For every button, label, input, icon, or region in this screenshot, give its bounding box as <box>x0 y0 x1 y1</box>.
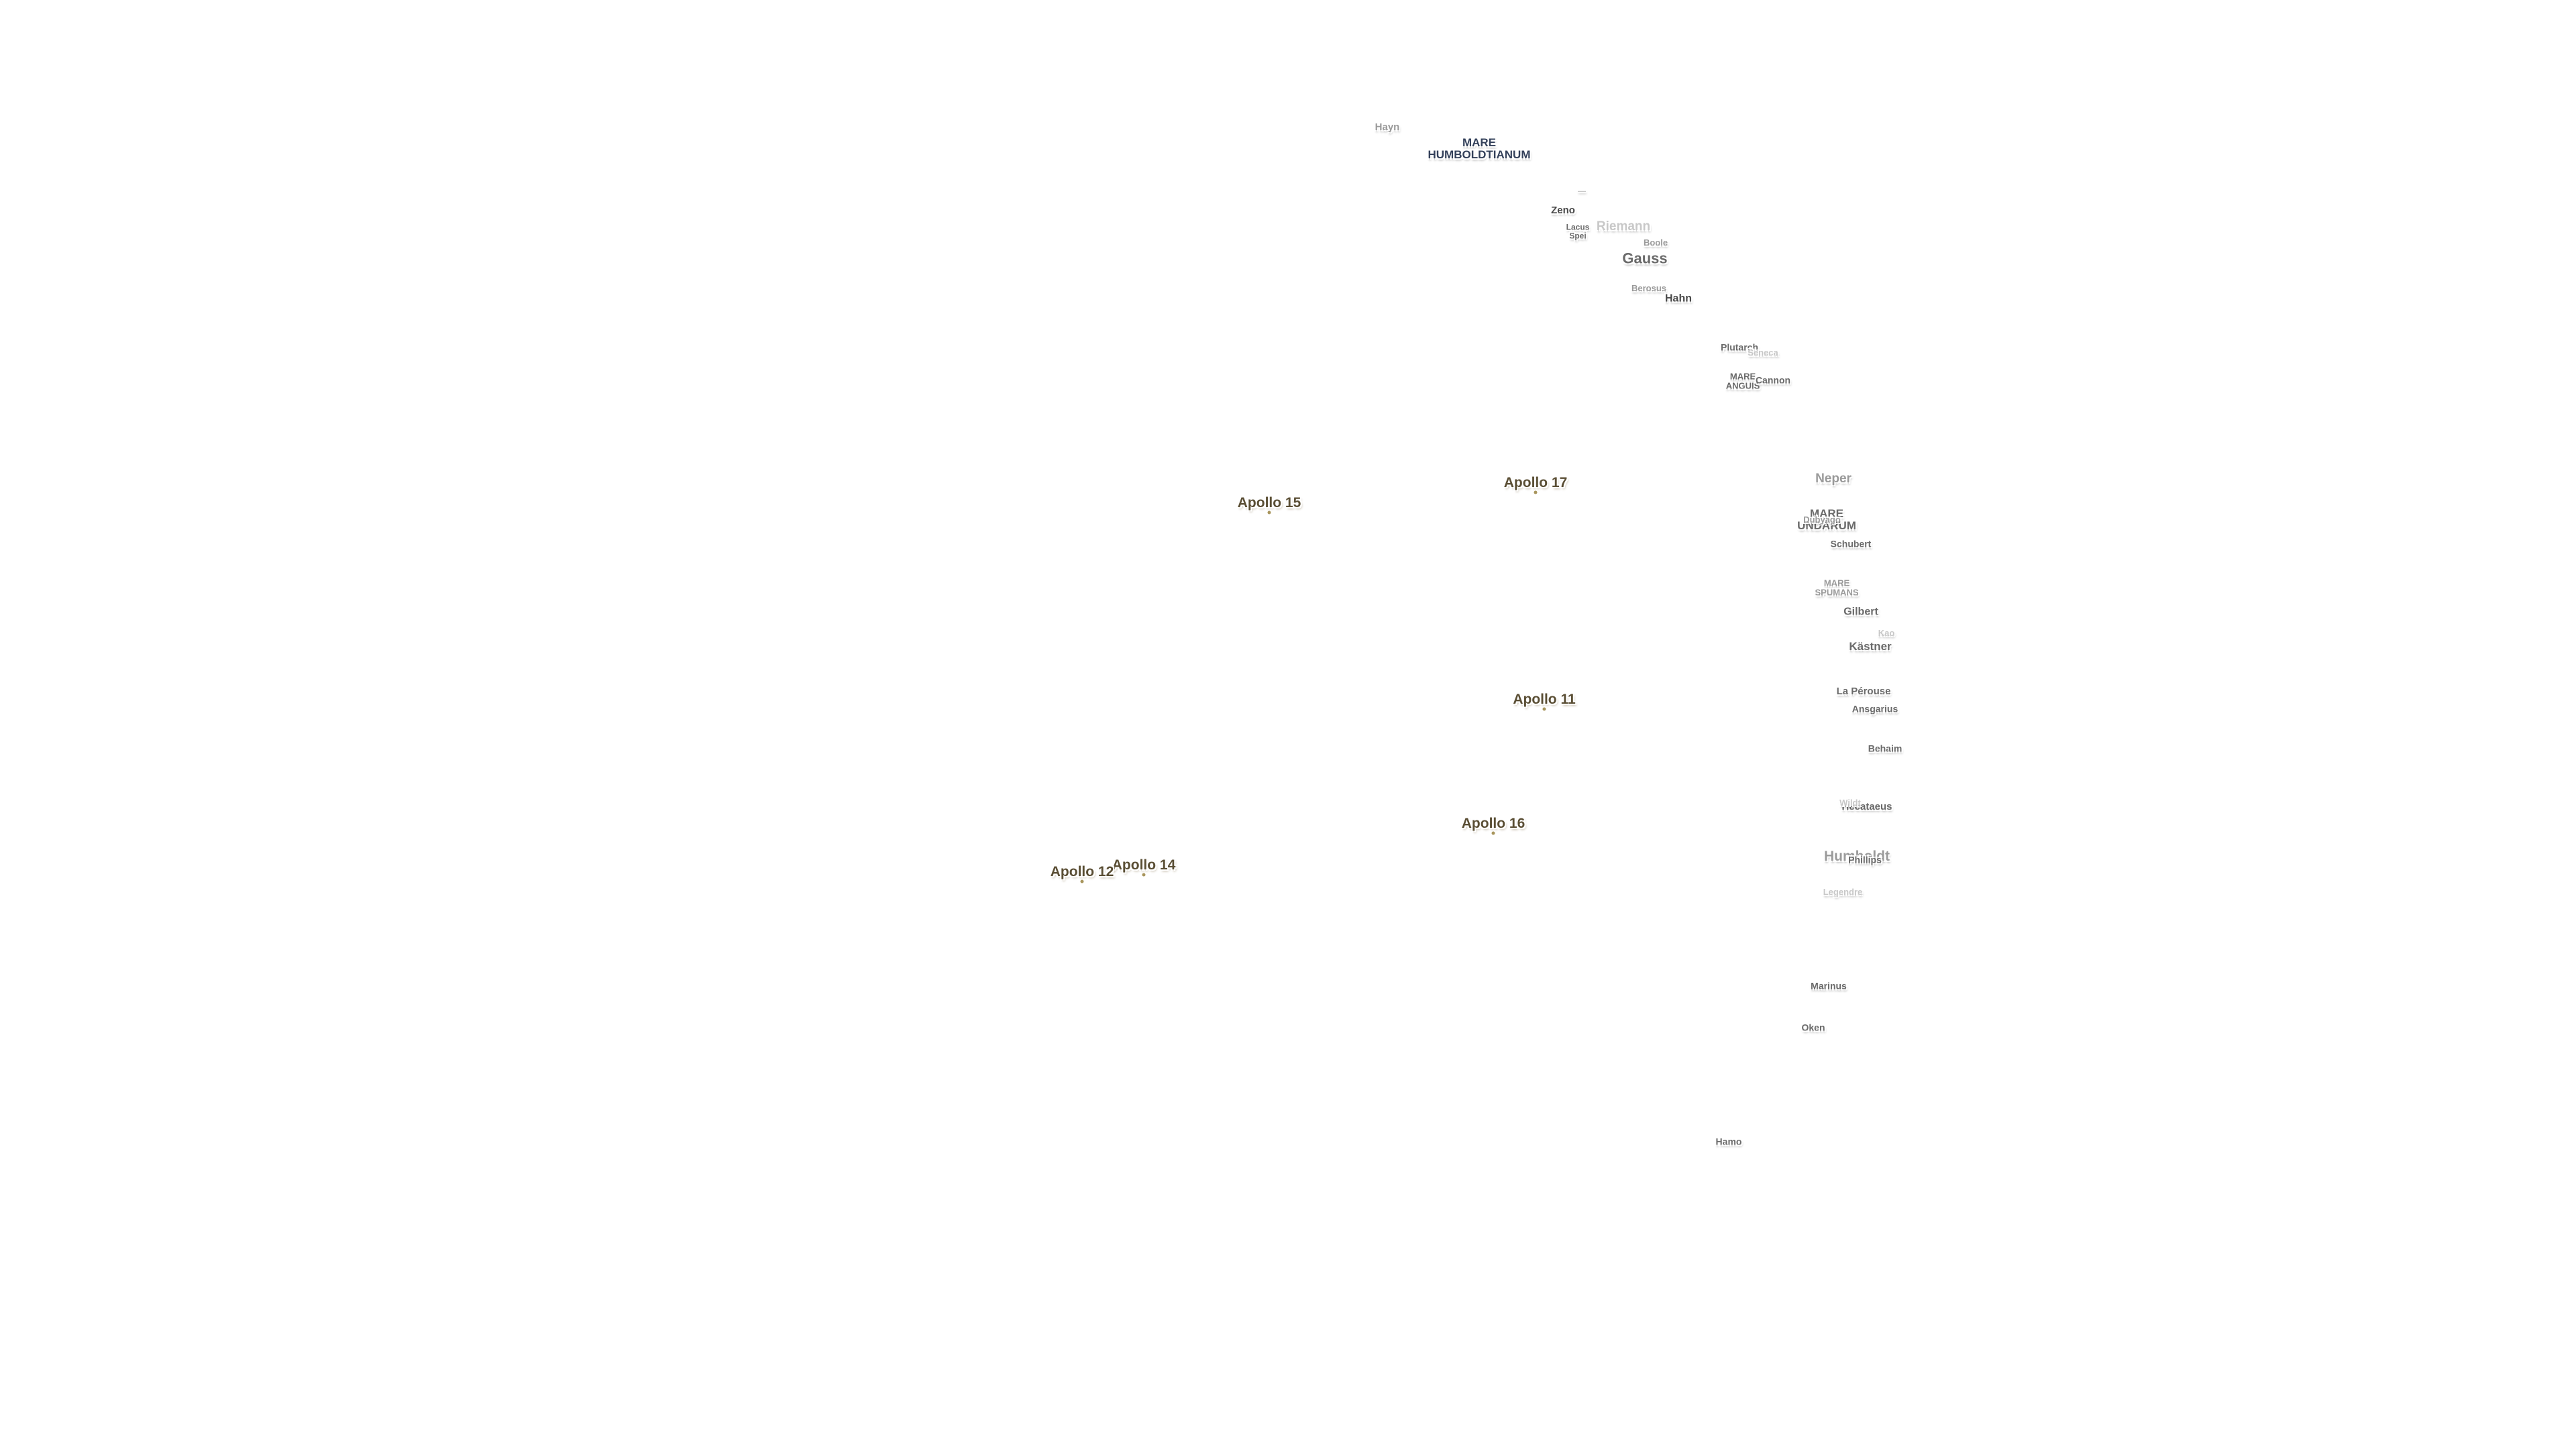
feature-label-plutarch[interactable]: Plutarch <box>1720 341 1759 353</box>
feature-label-neper[interactable]: Neper <box>1815 472 1851 486</box>
feature-label-behaim[interactable]: Behaim <box>1868 743 1902 754</box>
feature-label-humboldt[interactable]: Humboldt <box>1824 848 1890 864</box>
feature-label-phillips[interactable]: Phillips <box>1848 854 1882 865</box>
feature-label-gauss[interactable]: Gauss <box>1622 250 1668 267</box>
landing-site-marker-icon[interactable] <box>1267 511 1271 515</box>
landing-site-label-apollo-14[interactable]: Apollo 14 <box>1112 857 1176 873</box>
landing-site-marker-icon[interactable] <box>1080 879 1084 883</box>
landing-site-label-apollo-17[interactable]: Apollo 17 <box>1503 474 1568 490</box>
feature-label-schubert[interactable]: Schubert <box>1830 538 1872 549</box>
landing-site-label-apollo-16[interactable]: Apollo 16 <box>1461 815 1525 831</box>
feature-label-ansgarius[interactable]: Ansgarius <box>1851 703 1898 714</box>
feature-label-riemann[interactable]: Riemann <box>1596 219 1651 234</box>
feature-label-gilbert[interactable]: Gilbert <box>1843 606 1878 618</box>
landing-site-label-apollo-11[interactable]: Apollo 11 <box>1513 691 1576 707</box>
feature-label-la-perouse[interactable]: La Pérouse <box>1836 686 1891 698</box>
landing-site-marker-icon[interactable] <box>1142 873 1146 877</box>
feature-label-dubyago[interactable]: Dubyago <box>1803 515 1841 525</box>
feature-label-kastner[interactable]: Kästner <box>1849 640 1892 653</box>
feature-label-kao[interactable]: Kao <box>1878 628 1895 639</box>
feature-label-seneca[interactable]: Seneca <box>1748 347 1778 358</box>
feature-label-faint-small-1[interactable]: — <box>1578 186 1586 196</box>
feature-label-cannon[interactable]: Cannon <box>1755 374 1791 386</box>
feature-label-hecataeus[interactable]: Hecataeus <box>1841 801 1892 813</box>
feature-label-hahn[interactable]: Hahn <box>1665 292 1692 305</box>
feature-label-legendre[interactable]: Legendre <box>1823 887 1863 898</box>
feature-label-oken[interactable]: Oken <box>1801 1022 1825 1033</box>
landing-site-marker-icon[interactable] <box>1491 831 1495 835</box>
feature-label-berosus[interactable]: Berosus <box>1631 283 1667 294</box>
feature-label-marinus[interactable]: Marinus <box>1811 980 1847 991</box>
feature-label-hayn[interactable]: Hayn <box>1375 121 1400 133</box>
feature-label-boole[interactable]: Boole <box>1643 237 1668 248</box>
landing-site-label-apollo-15[interactable]: Apollo 15 <box>1237 494 1301 511</box>
landing-site-marker-icon[interactable] <box>1534 490 1538 494</box>
landing-site-label-apollo-12[interactable]: Apollo 12 <box>1050 863 1114 879</box>
feature-label-hamo[interactable]: Hamo <box>1715 1136 1742 1147</box>
feature-label-zeno[interactable]: Zeno <box>1551 205 1575 217</box>
feature-label-wildt[interactable]: Wildt <box>1839 798 1861 808</box>
landing-site-marker-icon[interactable] <box>1542 707 1546 711</box>
